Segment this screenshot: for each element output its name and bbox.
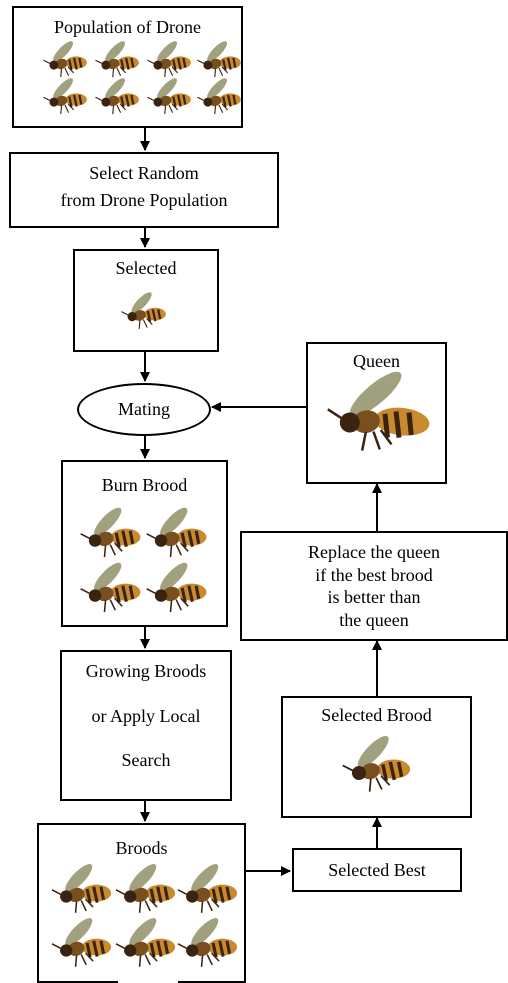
growing-line-3: Search [121, 750, 171, 770]
bee-icon [51, 918, 112, 967]
growing-broods-box: Growing Broods or Apply Local Search [60, 650, 232, 801]
replace-line-2: if the best brood [315, 564, 433, 585]
queen-box: Queen [306, 342, 447, 484]
bee-icon [177, 864, 238, 913]
broods-bottom-gap [118, 974, 178, 983]
queen-bee-icon [327, 371, 430, 451]
bee-icon [80, 562, 141, 613]
mating-label: Mating [118, 399, 170, 419]
mating-ellipse: Mating [77, 383, 211, 436]
bee-icon [43, 78, 87, 115]
select-random-line-1: Select Random [89, 163, 199, 183]
replace-line-4: the queen [339, 609, 409, 630]
bee-icon [51, 864, 112, 913]
bee-icon [115, 918, 176, 967]
selected-label: Selected [115, 258, 177, 278]
bee-icon [146, 562, 207, 613]
bee-icon [95, 41, 139, 78]
growing-line-1: Growing Broods [85, 661, 207, 681]
growing-line-2: or Apply Local [91, 705, 201, 726]
queen-label: Queen [353, 351, 400, 371]
bee-icon [80, 507, 141, 558]
bee-icon [121, 292, 166, 329]
bee-icon [115, 864, 176, 913]
bee-icon [342, 735, 411, 792]
burn-brood-label: Burn Brood [101, 475, 188, 495]
bee-icon [177, 918, 238, 967]
bee-icon [43, 41, 87, 78]
broods-label: Broods [115, 838, 168, 858]
selected-brood-label: Selected Brood [321, 705, 432, 725]
bee-icon [147, 78, 191, 115]
bee-icon [146, 507, 207, 558]
population-of-drone-label: Population of Drone [54, 17, 201, 37]
bee-icon [197, 41, 241, 78]
selected-best-box: Selected Best [292, 848, 462, 892]
selected-best-label: Selected Best [328, 860, 426, 880]
bee-icon [197, 78, 241, 115]
bee-icon [147, 41, 191, 78]
bee-icon [95, 78, 139, 115]
replace-queen-box: Replace the queen if the best brood is b… [240, 531, 508, 641]
select-random-box: Select Random from Drone Population [9, 152, 279, 228]
replace-line-1: Replace the queen [308, 542, 440, 562]
replace-line-3: is better than [327, 587, 421, 607]
select-random-line-2: from Drone Population [60, 189, 228, 210]
